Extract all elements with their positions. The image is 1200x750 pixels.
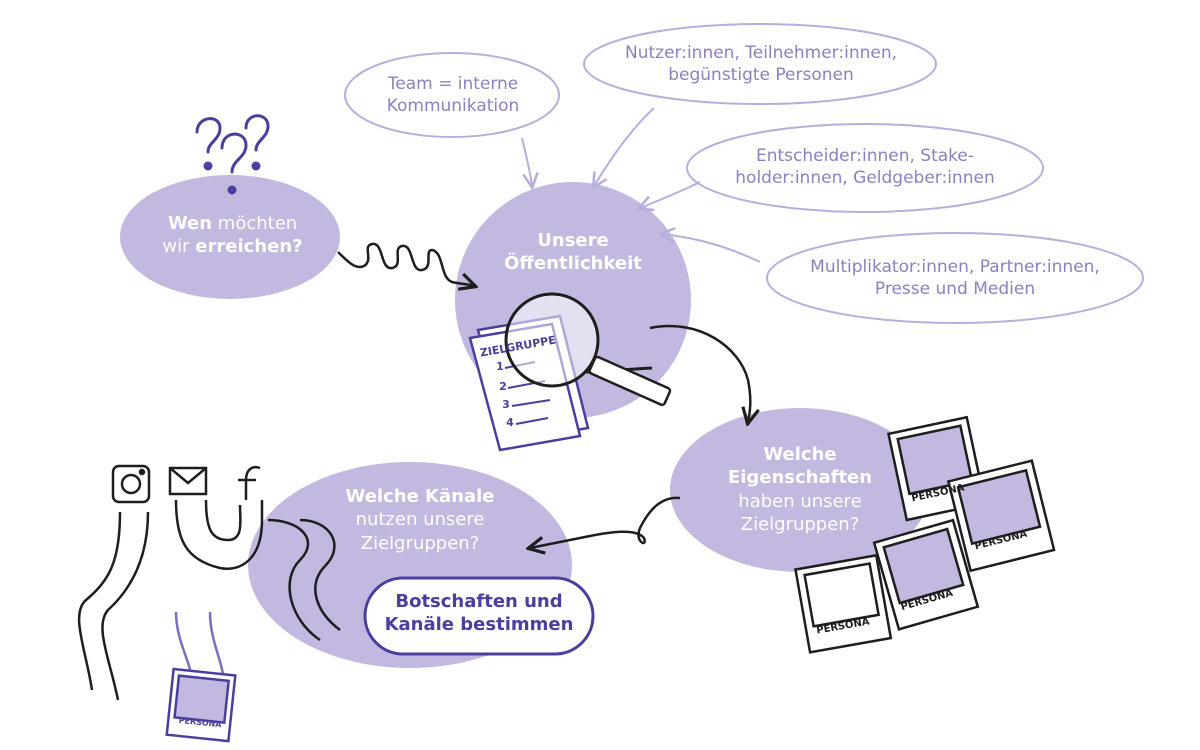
paper-number-1: 1: [496, 360, 504, 373]
arrow-center-to-features: [649, 324, 750, 422]
paper-number-2: 2: [499, 380, 507, 393]
question-start-2: wir: [162, 236, 196, 258]
persona-cards-doodle: [794, 415, 1056, 654]
audience-multipliers-line-2: Presse und Medien: [874, 279, 1036, 300]
audience-team-line-1: Team = interne: [387, 74, 519, 94]
audience-text-stakeholders: Entscheider:innen, Stake- holder:innen, …: [705, 145, 1025, 189]
audience-stakeholders-line-1: Entscheider:innen, Stake-: [755, 146, 975, 166]
public-bubble-text: Unsere Öffentlichkeit: [488, 229, 658, 276]
cta-line-1: Botschaften und: [395, 591, 563, 612]
audience-bubble-multipliers: [766, 232, 1144, 324]
target-group-paper-doodle: [468, 292, 672, 452]
audience-text-multipliers: Multiplikator:innen, Partner:innen, Pres…: [780, 256, 1130, 300]
features-line-2: Eigenschaften: [727, 467, 873, 489]
question-bubble-text: Wen möchten wir erreichen?: [150, 212, 315, 259]
arrow-team: [521, 137, 532, 186]
facebook-icon: [238, 465, 261, 500]
cta-pill-shape: [363, 576, 595, 656]
public-line-2: Öffentlichkeit: [504, 253, 642, 275]
features-line-4: Zielgruppen?: [740, 514, 860, 536]
audience-multipliers-line-1: Multiplikator:innen, Partner:innen,: [810, 257, 1100, 277]
channels-line-3: Zielgruppen?: [360, 532, 480, 554]
audience-text-team: Team = interne Kommunikation: [360, 73, 546, 117]
question-bubble: [120, 175, 340, 299]
bottom-persona-card: [165, 667, 237, 743]
audience-users-line-1: Nutzer:innen, Teilnehmer:innen,: [624, 43, 898, 63]
question-bold-2: erreichen?: [195, 236, 303, 258]
squiggle-arrow: [337, 242, 474, 286]
channels-line-1: Welche Känale: [345, 486, 495, 507]
arrow-stakeholders: [640, 181, 701, 208]
audience-stakeholders-line-2: holder:innen, Geldgeber:innen: [735, 168, 995, 189]
cta-text: Botschaften und Kanäle bestimmen: [368, 590, 590, 637]
instagram-icon: [111, 464, 151, 504]
audience-text-users: Nutzer:innen, Teilnehmer:innen, begünsti…: [596, 42, 926, 86]
mail-icon: [168, 466, 208, 496]
cta-line-2: Kanäle bestimmen: [384, 614, 574, 636]
channels-line-2: nutzen unsere: [355, 509, 485, 531]
question-rest-1: möchten: [212, 213, 298, 234]
paper-number-3: 3: [502, 398, 510, 411]
features-bubble: [670, 408, 930, 572]
arrow-users: [594, 107, 655, 186]
question-marks-doodle: [195, 114, 270, 195]
audience-bubble-stakeholders: [686, 123, 1044, 213]
channels-bubble-text: Welche Känale nutzen unsere Zielgruppen?: [320, 485, 520, 555]
features-bubble-text: Welche Eigenschaften haben unsere Zielgr…: [712, 443, 888, 537]
public-line-1: Unsere: [537, 230, 609, 251]
audience-bubble-users: [583, 23, 937, 105]
question-bold-1: Wen: [167, 213, 213, 234]
audience-team-line-2: Kommunikation: [386, 96, 520, 117]
paper-number-4: 4: [506, 416, 514, 429]
arrow-features-to-channels: [530, 496, 681, 548]
audience-bubble-team: [344, 52, 560, 138]
features-line-3: haben unsere: [738, 490, 862, 512]
magnifier-lens: [504, 292, 600, 388]
arrow-multipliers: [662, 234, 761, 263]
audience-users-line-2: begünstigte Personen: [668, 65, 854, 86]
channel-flow-lines: [77, 499, 341, 701]
features-line-1: Welche: [763, 444, 837, 465]
